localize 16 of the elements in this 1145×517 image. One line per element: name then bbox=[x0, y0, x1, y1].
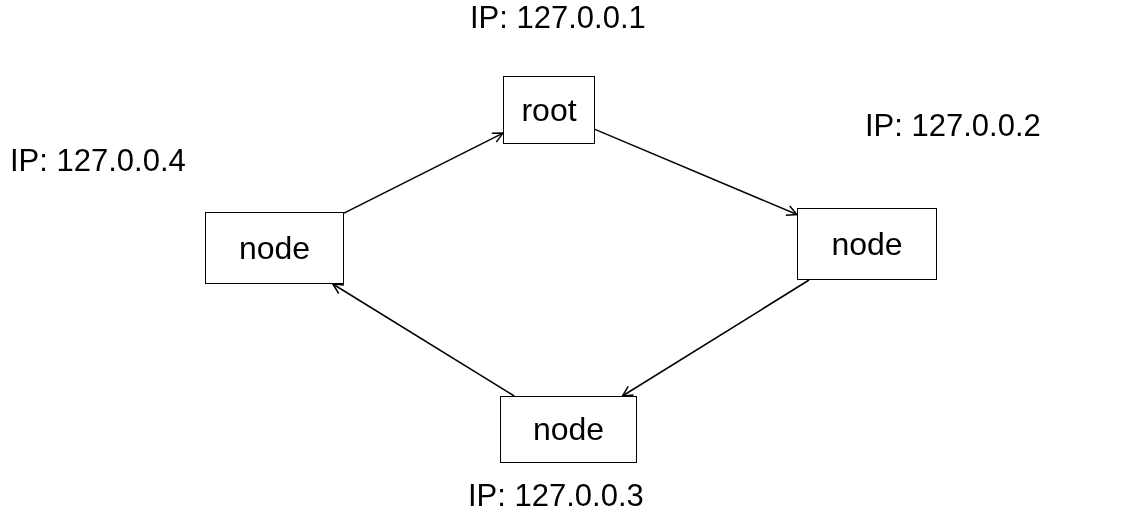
arrow bbox=[343, 132, 504, 214]
node-label: node bbox=[238, 229, 311, 267]
ip-address-label: IP: 127.0.0.2 bbox=[865, 108, 1041, 144]
node-box bbox=[205, 212, 344, 284]
arrow bbox=[594, 128, 798, 216]
node-label: node bbox=[831, 225, 903, 263]
ip-address-label: IP: 127.0.0.4 bbox=[10, 143, 186, 179]
node-box bbox=[500, 396, 637, 463]
node-box bbox=[503, 76, 595, 144]
ip-address-label: IP: 127.0.0.3 bbox=[468, 478, 644, 514]
ip-address-label: IP: 127.0.0.1 bbox=[470, 0, 646, 36]
arrow bbox=[332, 283, 515, 397]
node-label: node bbox=[532, 411, 605, 448]
node-label: root bbox=[521, 91, 577, 129]
node-box bbox=[797, 208, 937, 280]
arrow bbox=[621, 279, 810, 397]
